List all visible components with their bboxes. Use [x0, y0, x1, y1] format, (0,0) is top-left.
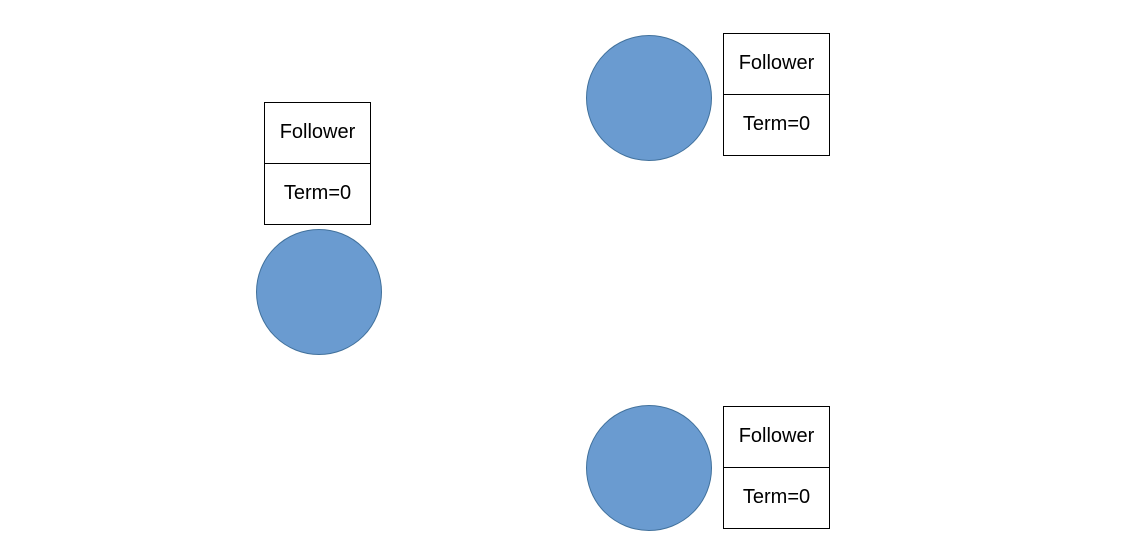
- server-role-label: Follower: [724, 34, 829, 95]
- server-term-label: Term=0: [742, 113, 811, 136]
- server-term-label: Term=0: [742, 486, 811, 509]
- server-node-circle: [256, 229, 382, 355]
- server-state-box: Follower Term=0: [264, 102, 371, 225]
- server-node-circle: [586, 405, 712, 531]
- server-role-label: Follower: [265, 103, 370, 164]
- server-state-box: Follower Term=0: [723, 406, 830, 529]
- server-term-label: Term=0: [283, 182, 352, 205]
- server-state-box: Follower Term=0: [723, 33, 830, 156]
- server-role-label: Follower: [724, 407, 829, 468]
- server-node-circle: [586, 35, 712, 161]
